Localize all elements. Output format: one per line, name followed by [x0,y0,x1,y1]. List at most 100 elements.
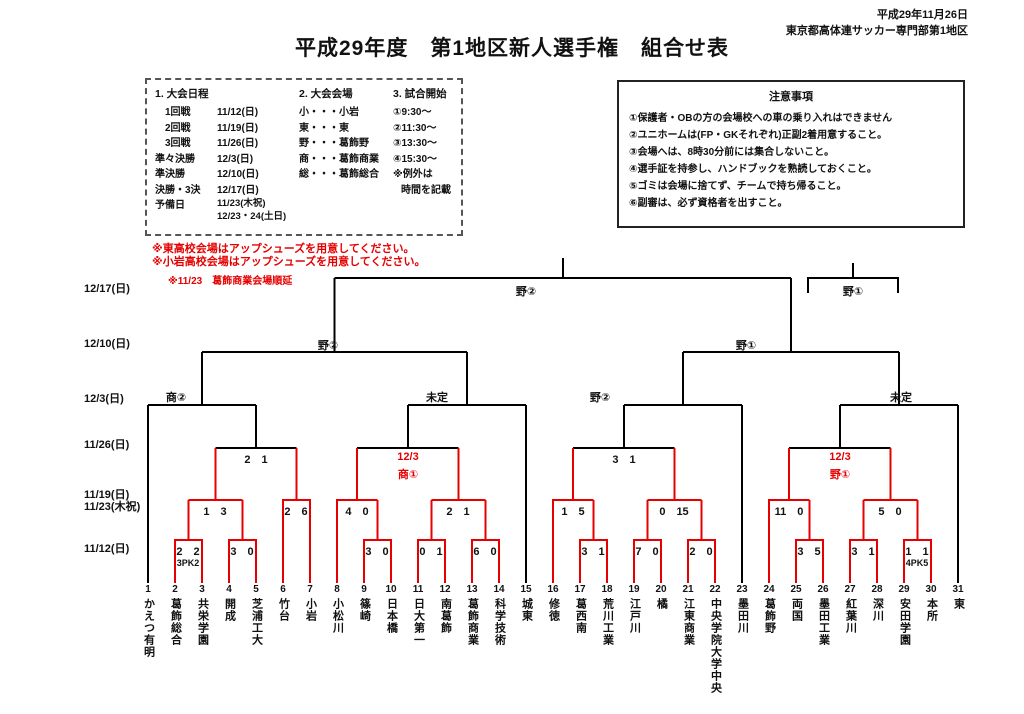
team-number: 14 [493,584,505,595]
team-name: 修徳 [547,598,560,622]
venues-heading: 2. 大会会場 [299,88,353,100]
score-r2-d: 2 1 [446,506,470,518]
team-number: 15 [520,584,532,595]
r3-b-date: 12/3 [397,451,419,463]
team-name: 日本橋 [385,598,398,634]
team-number: 17 [574,584,586,595]
qf3-venue: 野② [589,392,611,404]
team-number: 28 [871,584,883,595]
team-name: 東 [952,598,965,610]
start-time-item: ②11:30～ [393,122,437,134]
team-name: 共栄学園 [196,598,209,646]
team: 7 小岩 [300,584,320,622]
team-name: 江戸川 [628,598,641,634]
team-number: 9 [361,584,367,595]
start-time-note: 時間を記載 [401,184,451,196]
score-r1-21v22: 2 0 [689,546,713,558]
score-r2-a: 1 3 [203,506,227,518]
team-number: 18 [601,584,613,595]
score-r2-b: 2 6 [284,506,308,518]
team-number: 6 [280,584,286,595]
score-r1-29v30: 1 1 [905,546,929,558]
round-label-round2: 11/19(日) [84,489,130,501]
score-r2-h: 5 0 [878,506,902,518]
team-number: 30 [925,584,937,595]
page-title: 平成29年度 第1地区新人選手権 組合せ表 [294,37,730,60]
venue-item: 東・・・東 [299,122,349,134]
team-name: 小岩 [304,598,317,622]
header-date: 平成29年11月26日 [876,9,968,21]
team-number: 31 [952,584,964,595]
team-number: 8 [334,584,340,595]
r3-d-venue: 野① [829,469,851,481]
team-number: 16 [547,584,559,595]
team: 21 江東商業 [678,584,698,646]
team-name: 開成 [223,598,236,622]
team-number: 21 [682,584,694,595]
notice-item: ②ユニホームは(FP・GKそれぞれ)正副2着用意すること。 [629,130,888,141]
team-name: 江東商業 [682,598,695,646]
team: 16 修徳 [543,584,563,622]
team-name: 墨田工業 [817,598,830,646]
team-name: 竹台 [277,598,290,622]
team-number: 7 [307,584,313,595]
score-r2-e: 1 5 [561,506,585,518]
team-number: 27 [844,584,856,595]
score-r1-13v14: 6 0 [473,546,497,558]
team-name: 葛飾野 [763,598,776,634]
score-r1-17v18: 3 1 [581,546,605,558]
r3-d-date: 12/3 [829,451,851,463]
score-r1-27v28: 3 1 [851,546,875,558]
venue-item: 野・・・葛飾野 [299,138,369,150]
start-time-item: ①9:30～ [393,107,432,119]
team-number: 3 [199,584,205,595]
start-time-item: ④15:30～ [393,153,438,165]
score-r2-f: 0 15 [659,506,689,518]
team-number: 29 [898,584,910,595]
score-r1-19v20: 7 0 [635,546,659,558]
team-number: 5 [253,584,259,595]
team-name: 荒川工業 [601,598,614,646]
sf2-venue: 野① [735,340,757,352]
final-venue: 野② [515,286,537,298]
warning-note: ※小岩高校会場はアップシューズを用意してください。 [152,256,426,268]
team-name: 葛飾総合 [169,598,182,646]
score-r1-2v3: 2 2 [176,546,200,558]
round-label-quarterfinal: 12/3(日) [84,393,124,405]
third-place-venue: 野① [842,286,864,298]
team-name: 葛飾商業 [466,598,479,646]
header-block: 平成29年11月26日 東京都高体連サッカー専門部第1地区 [786,8,968,40]
team: 14 科学技術 [489,584,509,646]
pk-score-2v3: 3PK2 [176,558,200,568]
team: 18 荒川工業 [597,584,617,646]
venue-item: 小・・・小岩 [299,107,359,119]
team-name: 城東 [520,598,533,622]
score-r1-4v5: 3 0 [230,546,254,558]
notice-title: 注意事項 [769,91,813,103]
team: 15 城東 [516,584,536,622]
start-time-item: ③13:30～ [393,138,438,150]
team-number: 20 [655,584,667,595]
team-name: 科学技術 [493,598,506,646]
start-time-column: 3. 試合開始 ①9:30～ ②11:30～ ③13:30～ ④15:30～ ※… [393,86,461,198]
score-r2-c: 4 0 [345,506,369,518]
venue-column: 2. 大会会場 小・・・小岩 東・・・東 野・・・葛飾野 商・・・葛飾商業 総・… [299,86,391,183]
venue-item: 総・・・葛飾総合 [299,169,379,181]
